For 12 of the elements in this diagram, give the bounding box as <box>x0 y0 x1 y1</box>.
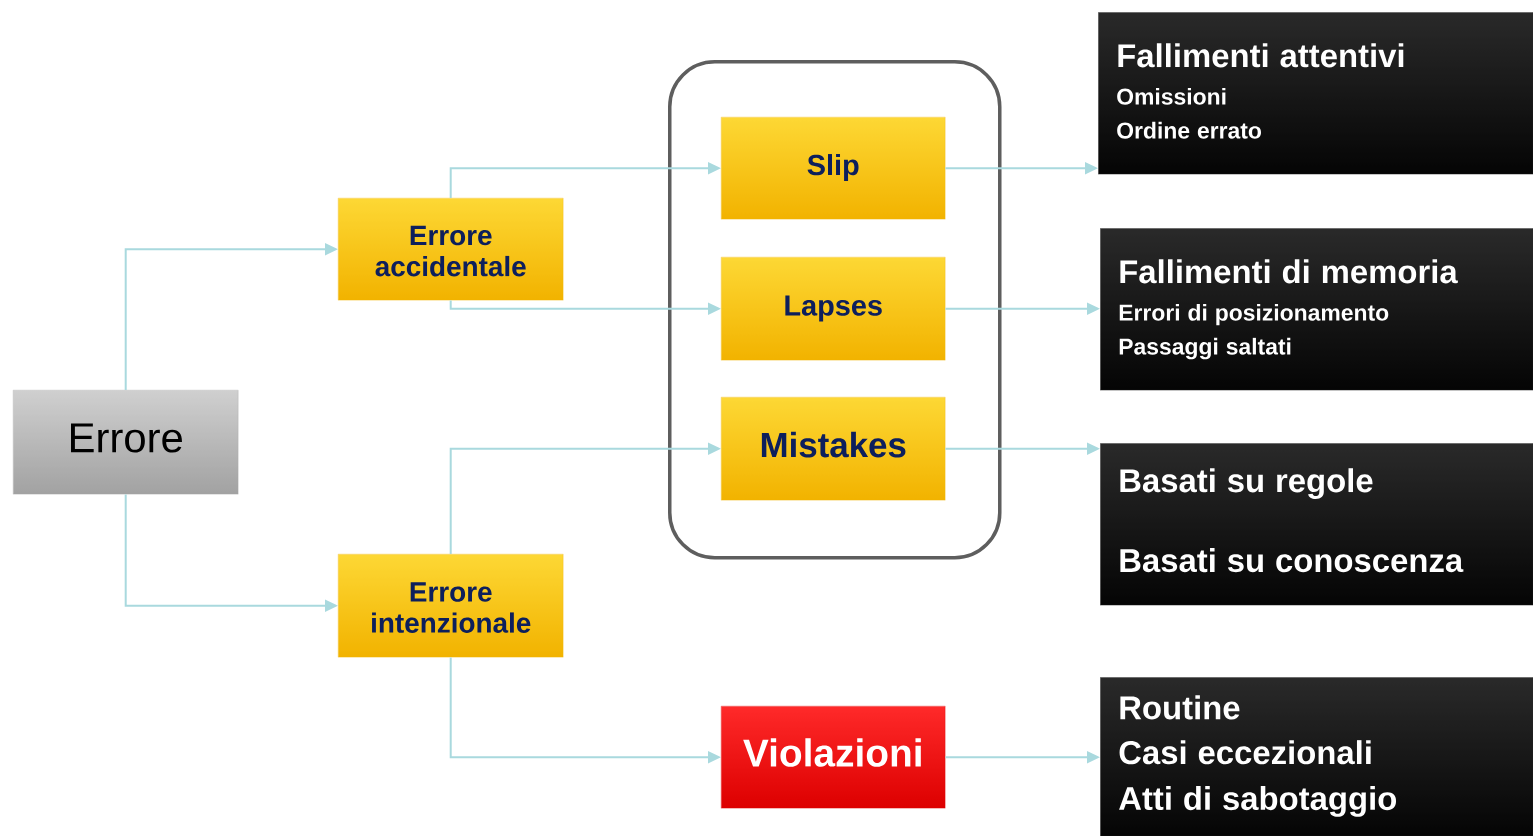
category-box: Errore accidentale <box>338 198 564 301</box>
violation-box: Violazioni <box>721 706 946 809</box>
category-box: Lapses <box>721 257 946 361</box>
group-frame <box>668 60 1002 560</box>
description-box: Routine Casi eccezionali Atti di sabotaggio <box>1100 677 1533 836</box>
description-box: Fallimenti attentivi Omissioni Ordine errato <box>1098 12 1533 175</box>
description-box: Basati su regole Basati su conoscenza <box>1100 443 1533 606</box>
category-box: Mistakes <box>721 397 946 501</box>
category-box: Slip <box>721 117 946 220</box>
category-box: Errore intenzionale <box>338 554 564 658</box>
category-box: Errore <box>13 390 239 495</box>
description-box: Fallimenti di memoria Errori di posizionamento Passaggi saltati <box>1100 228 1533 391</box>
